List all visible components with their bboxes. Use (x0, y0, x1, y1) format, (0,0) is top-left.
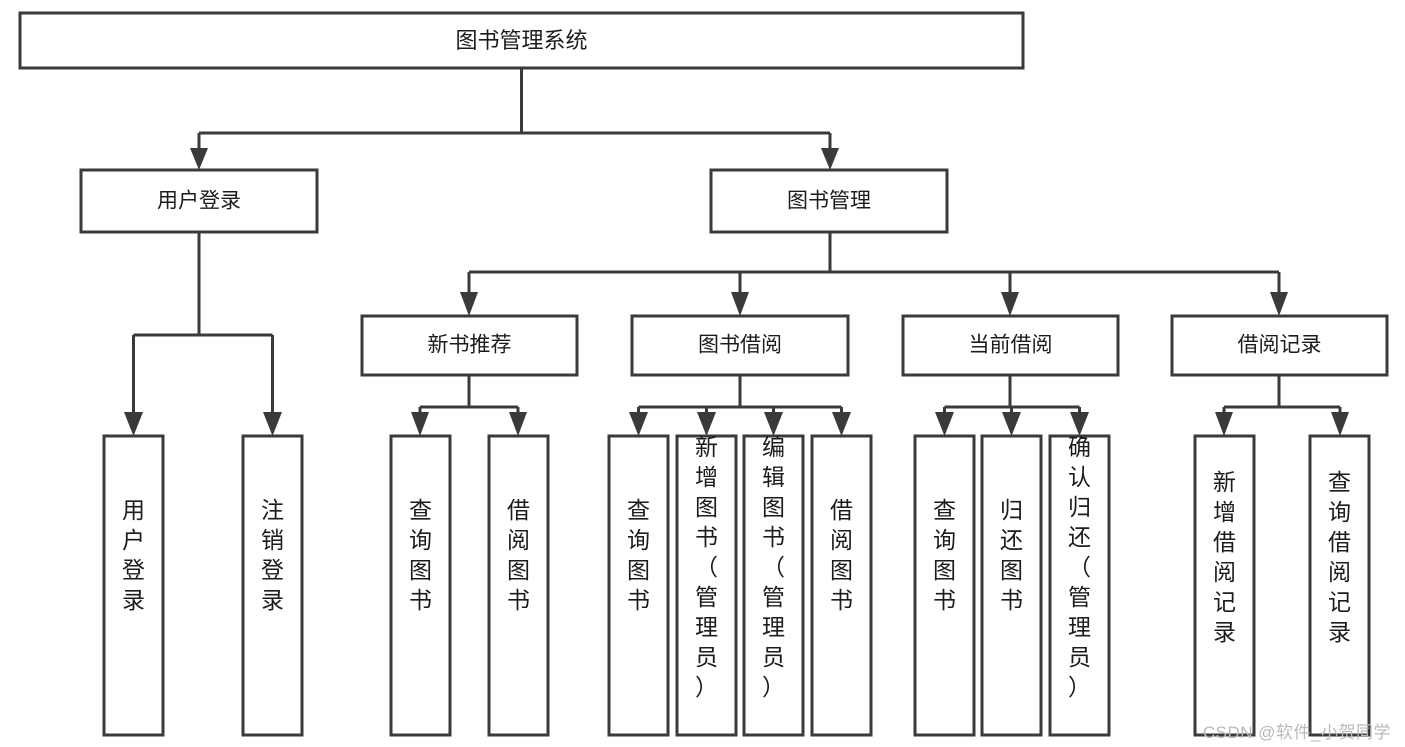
leaf-bb-query-book-box[interactable] (607, 434, 670, 737)
node-user-login[interactable]: 用户登录 (79, 168, 319, 234)
leaf-cb-return-book[interactable]: 归还图书 (980, 434, 1043, 737)
node-borrow-record[interactable]: 借阅记录 (1170, 314, 1389, 377)
leaf-logout-box[interactable] (241, 434, 304, 737)
node-root-box[interactable] (18, 11, 1025, 70)
arrow-head-cb-leaf1 (935, 412, 954, 436)
arrow-head-cb-leaf3 (1070, 412, 1089, 436)
leaf-nb-borrow-book-label: 借阅图书 (507, 497, 530, 613)
arrow-head-br-leaf2 (1331, 412, 1349, 436)
node-borrow-record-label: 借阅记录 (1238, 334, 1322, 357)
node-root-label: 图书管理系统 (455, 28, 587, 53)
arrow-head-cb-leaf2 (1002, 412, 1021, 436)
leaf-br-add-record[interactable]: 新增借阅记录 (1193, 434, 1256, 737)
leaf-bb-query-book-label: 查询图书 (627, 497, 650, 613)
leaf-nb-query-book[interactable]: 查询图书 (389, 434, 452, 737)
node-book-manage[interactable]: 图书管理 (709, 168, 949, 234)
node-book-borrow-label: 图书借阅 (698, 334, 782, 357)
leaf-bb-borrow-book[interactable]: 借阅图书 (810, 434, 873, 737)
leaf-bb-query-book[interactable]: 查询图书 (607, 434, 670, 737)
arrow-head-bb-leaf3 (764, 412, 783, 436)
leaf-logout[interactable]: 注销登录 (241, 434, 304, 737)
arrow-head-user-login (190, 148, 208, 170)
node-user-login-box[interactable] (79, 168, 319, 234)
node-borrow-record-box[interactable] (1170, 314, 1389, 377)
leaf-br-add-record-label: 新增借阅记录 (1213, 469, 1236, 645)
arrow-head-borrow-record (1270, 292, 1288, 316)
connector-lines (124, 68, 1349, 436)
arrow-head-leaf-user-login (124, 412, 143, 436)
node-book-borrow-box[interactable] (630, 314, 850, 377)
node-current-borrow-label: 当前借阅 (969, 334, 1053, 357)
node-root[interactable]: 图书管理系统 (18, 11, 1025, 70)
leaf-nb-borrow-book-box[interactable] (487, 434, 550, 737)
leaf-br-query-record-label: 查询借阅记录 (1328, 469, 1351, 645)
arrow-head-nb-leaf2 (509, 412, 527, 436)
leaf-nb-query-book-label: 查询图书 (409, 497, 432, 613)
leaf-bb-borrow-book-box[interactable] (810, 434, 873, 737)
node-book-manage-label: 图书管理 (787, 190, 871, 213)
leaf-cb-return-book-label: 归还图书 (1000, 497, 1023, 613)
leaf-cb-query-book-label: 查询图书 (933, 497, 956, 613)
arrow-head-leaf-logout (263, 412, 282, 436)
node-current-borrow[interactable]: 当前借阅 (901, 314, 1120, 377)
leaf-nb-borrow-book[interactable]: 借阅图书 (487, 434, 550, 737)
leaf-cb-confirm-return-box[interactable] (1048, 434, 1111, 737)
leaf-user-login[interactable]: 用户登录 (102, 434, 165, 737)
arrow-head-nb-leaf1 (411, 412, 429, 436)
arrow-head-current-borrow (1001, 292, 1019, 316)
node-user-login-label: 用户登录 (157, 190, 241, 213)
leaf-bb-add-book-label: 新增图书（管理员） (695, 434, 718, 700)
arrow-head-bb-leaf4 (832, 412, 851, 436)
leaf-user-login-box[interactable] (102, 434, 165, 737)
leaf-nb-query-book-box[interactable] (389, 434, 452, 737)
node-book-manage-box[interactable] (709, 168, 949, 234)
node-new-book-recommend-box[interactable] (360, 314, 579, 377)
arrow-head-bb-leaf1 (629, 412, 648, 436)
leaf-cb-query-book-box[interactable] (913, 434, 976, 737)
leaf-bb-add-book-box[interactable] (675, 434, 738, 737)
leaf-bb-edit-book-box[interactable] (742, 434, 805, 737)
node-new-book-recommend-label: 新书推荐 (428, 334, 512, 357)
node-new-book-recommend[interactable]: 新书推荐 (360, 314, 579, 377)
arrow-head-bb-leaf2 (697, 412, 716, 436)
leaf-bb-add-book[interactable]: 新增图书（管理员） (675, 434, 738, 737)
leaf-bb-edit-book-label: 编辑图书（管理员） (762, 434, 785, 700)
node-book-borrow[interactable]: 图书借阅 (630, 314, 850, 377)
leaf-cb-return-book-box[interactable] (980, 434, 1043, 737)
arrow-head-book-borrow (731, 292, 749, 316)
leaf-br-query-record[interactable]: 查询借阅记录 (1308, 434, 1371, 737)
arrow-head-br-leaf1 (1215, 412, 1233, 436)
leaf-br-query-record-box[interactable] (1308, 434, 1371, 737)
leaf-bb-edit-book[interactable]: 编辑图书（管理员） (742, 434, 805, 737)
leaf-cb-query-book[interactable]: 查询图书 (913, 434, 976, 737)
arrow-head-book-manage (821, 148, 839, 170)
leaf-user-login-label: 用户登录 (122, 497, 145, 613)
leaf-cb-confirm-return[interactable]: 确认归还（管理员） (1048, 434, 1111, 737)
leaf-cb-confirm-return-label: 确认归还（管理员） (1068, 434, 1091, 700)
arrow-head-new-book (460, 292, 478, 316)
leaf-bb-borrow-book-label: 借阅图书 (830, 497, 853, 613)
leaf-logout-label: 注销登录 (261, 497, 284, 613)
csdn-watermark: CSDN @软件_小贺同学 (1202, 723, 1391, 742)
node-current-borrow-box[interactable] (901, 314, 1120, 377)
leaf-br-add-record-box[interactable] (1193, 434, 1256, 737)
